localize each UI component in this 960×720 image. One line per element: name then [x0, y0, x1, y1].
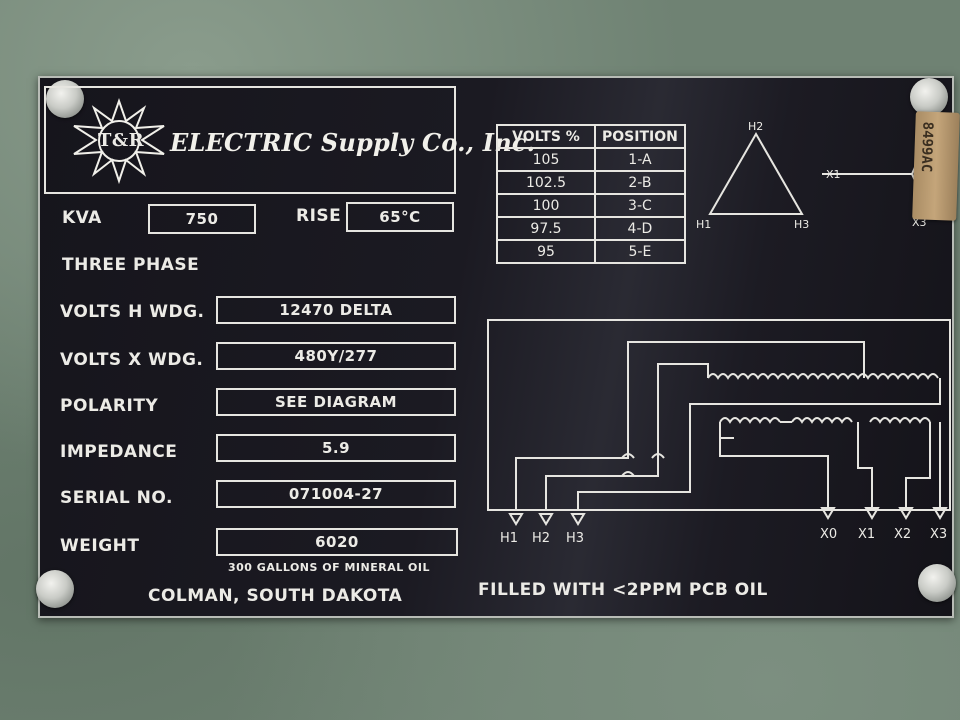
brass-id-tag: 8499AC [912, 111, 960, 221]
screw-bottom-right [918, 564, 956, 602]
impedance-value: 5.9 [216, 434, 456, 462]
kva-value: 750 [148, 204, 256, 234]
table-row: 97.5 4-D [496, 216, 686, 241]
vector-label-h1: H1 [696, 218, 711, 231]
screw-bottom-left [36, 570, 74, 608]
tap-position-table: VOLTS % POSITION 105 1-A 102.5 2-B 100 3… [496, 124, 686, 264]
serial-value: 071004-27 [216, 480, 456, 508]
kva-label: KVA [62, 208, 102, 228]
vector-label-h3: H3 [794, 218, 809, 231]
weight-value: 6020 [216, 528, 458, 556]
nameplate [38, 76, 954, 618]
volts-percent-header: VOLTS % [496, 124, 596, 149]
terminal-label-h2: H2 [532, 531, 550, 546]
terminal-label-x2: X2 [894, 527, 911, 542]
volts-percent-cell: 100 [496, 193, 596, 218]
volts-percent-cell: 102.5 [496, 170, 596, 195]
volts-h-label: VOLTS H WDG. [60, 302, 205, 322]
table-row: 95 5-E [496, 239, 686, 264]
position-cell: 3-C [594, 193, 686, 218]
volts-x-label: VOLTS X WDG. [60, 350, 204, 370]
position-cell: 2-B [594, 170, 686, 195]
tag-text: 8499AC [917, 121, 936, 173]
table-row: 105 1-A [496, 147, 686, 172]
polarity-value: SEE DIAGRAM [216, 388, 456, 416]
company-name: ELECTRIC Supply Co., Inc. [170, 128, 536, 157]
position-cell: 4-D [594, 216, 686, 241]
wiring-diagram: H1 H2 H3 X0 X1 X2 X3 [487, 319, 951, 546]
terminal-label-x1: X1 [858, 527, 875, 542]
serial-label: SERIAL NO. [60, 488, 173, 508]
terminal-label-h1: H1 [500, 531, 518, 546]
vector-label-h2: H2 [748, 120, 763, 133]
table-header-row: VOLTS % POSITION [496, 124, 686, 149]
weight-label: WEIGHT [60, 536, 140, 556]
polarity-label: POLARITY [60, 396, 159, 416]
table-row: 100 3-C [496, 193, 686, 218]
screw-top-right [910, 78, 948, 116]
position-cell: 5-E [594, 239, 686, 264]
position-cell: 1-A [594, 147, 686, 172]
volts-percent-cell: 97.5 [496, 216, 596, 241]
table-row: 102.5 2-B [496, 170, 686, 195]
volts-percent-cell: 95 [496, 239, 596, 264]
volts-x-value: 480Y/277 [216, 342, 456, 370]
phase-label: THREE PHASE [62, 255, 200, 275]
terminal-label-x3: X3 [930, 527, 947, 542]
pcb-note: FILLED WITH <2PPM PCB OIL [478, 580, 768, 600]
impedance-label: IMPEDANCE [60, 442, 178, 462]
vector-diagram: H2 H1 H3 X1 X3 [696, 120, 927, 231]
logo-starburst-icon [73, 97, 165, 185]
volts-percent-cell: 105 [496, 147, 596, 172]
volts-h-value: 12470 DELTA [216, 296, 456, 324]
rise-label: RISE [296, 206, 342, 226]
delta-triangle [708, 131, 804, 215]
oil-note: 300 GALLONS OF MINERAL OIL [228, 561, 430, 574]
vector-label-x1: X1 [826, 168, 841, 181]
logo-monogram: T&R [98, 130, 145, 151]
position-header: POSITION [594, 124, 686, 149]
terminal-label-h3: H3 [566, 531, 584, 546]
rise-value: 65°C [346, 202, 454, 232]
location-text: COLMAN, SOUTH DAKOTA [148, 586, 403, 606]
logo-frame [44, 86, 456, 194]
terminal-label-x0: X0 [820, 527, 837, 542]
